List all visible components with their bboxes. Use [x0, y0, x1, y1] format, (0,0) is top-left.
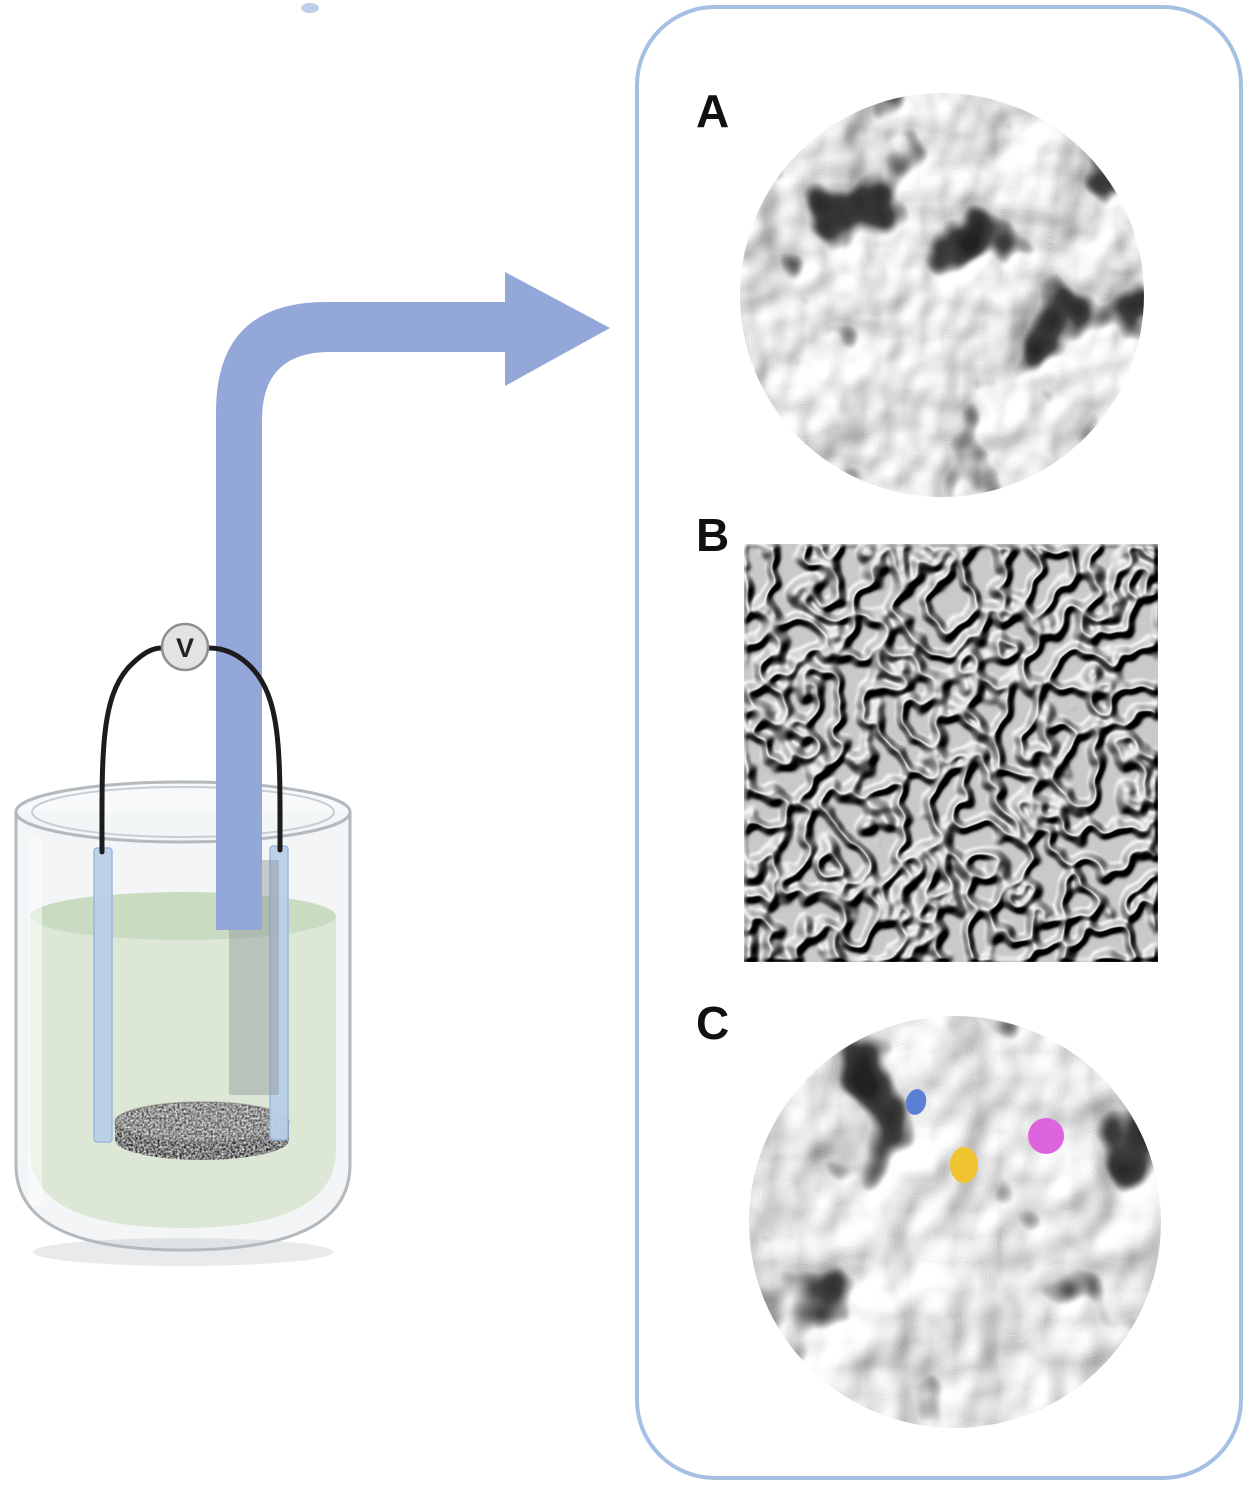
panel-c-label: C: [696, 997, 729, 1049]
beaker-rim-inner: [31, 786, 335, 838]
panel-a-label: A: [696, 85, 729, 137]
wire-left: [99, 645, 165, 855]
panel-b-label: B: [696, 509, 729, 561]
stray-dot: [301, 3, 319, 13]
porous-sample-disk: [115, 1102, 289, 1160]
annotation-dot-blue: [905, 1089, 927, 1115]
voltmeter: [160, 622, 210, 672]
liquid-surface: [30, 892, 336, 940]
annotation-dot-yellow: [950, 1147, 978, 1183]
sample-disk-top-face: [114, 1101, 290, 1143]
liquid-body: [30, 916, 336, 1228]
voltmeter-label: V: [176, 633, 194, 663]
annotation-dot-magenta: [1028, 1118, 1064, 1154]
beaker-rim: [14, 780, 352, 844]
flow-arrow: [216, 272, 610, 930]
electrode-left: [93, 847, 113, 1143]
micrograph-c: [749, 1016, 1161, 1428]
micrograph-a: [740, 93, 1144, 497]
wire-right: [206, 645, 283, 853]
micrograph-b: [756, 556, 1146, 950]
glass-highlight: [28, 836, 42, 1206]
beaker-shadow: [33, 1238, 333, 1266]
